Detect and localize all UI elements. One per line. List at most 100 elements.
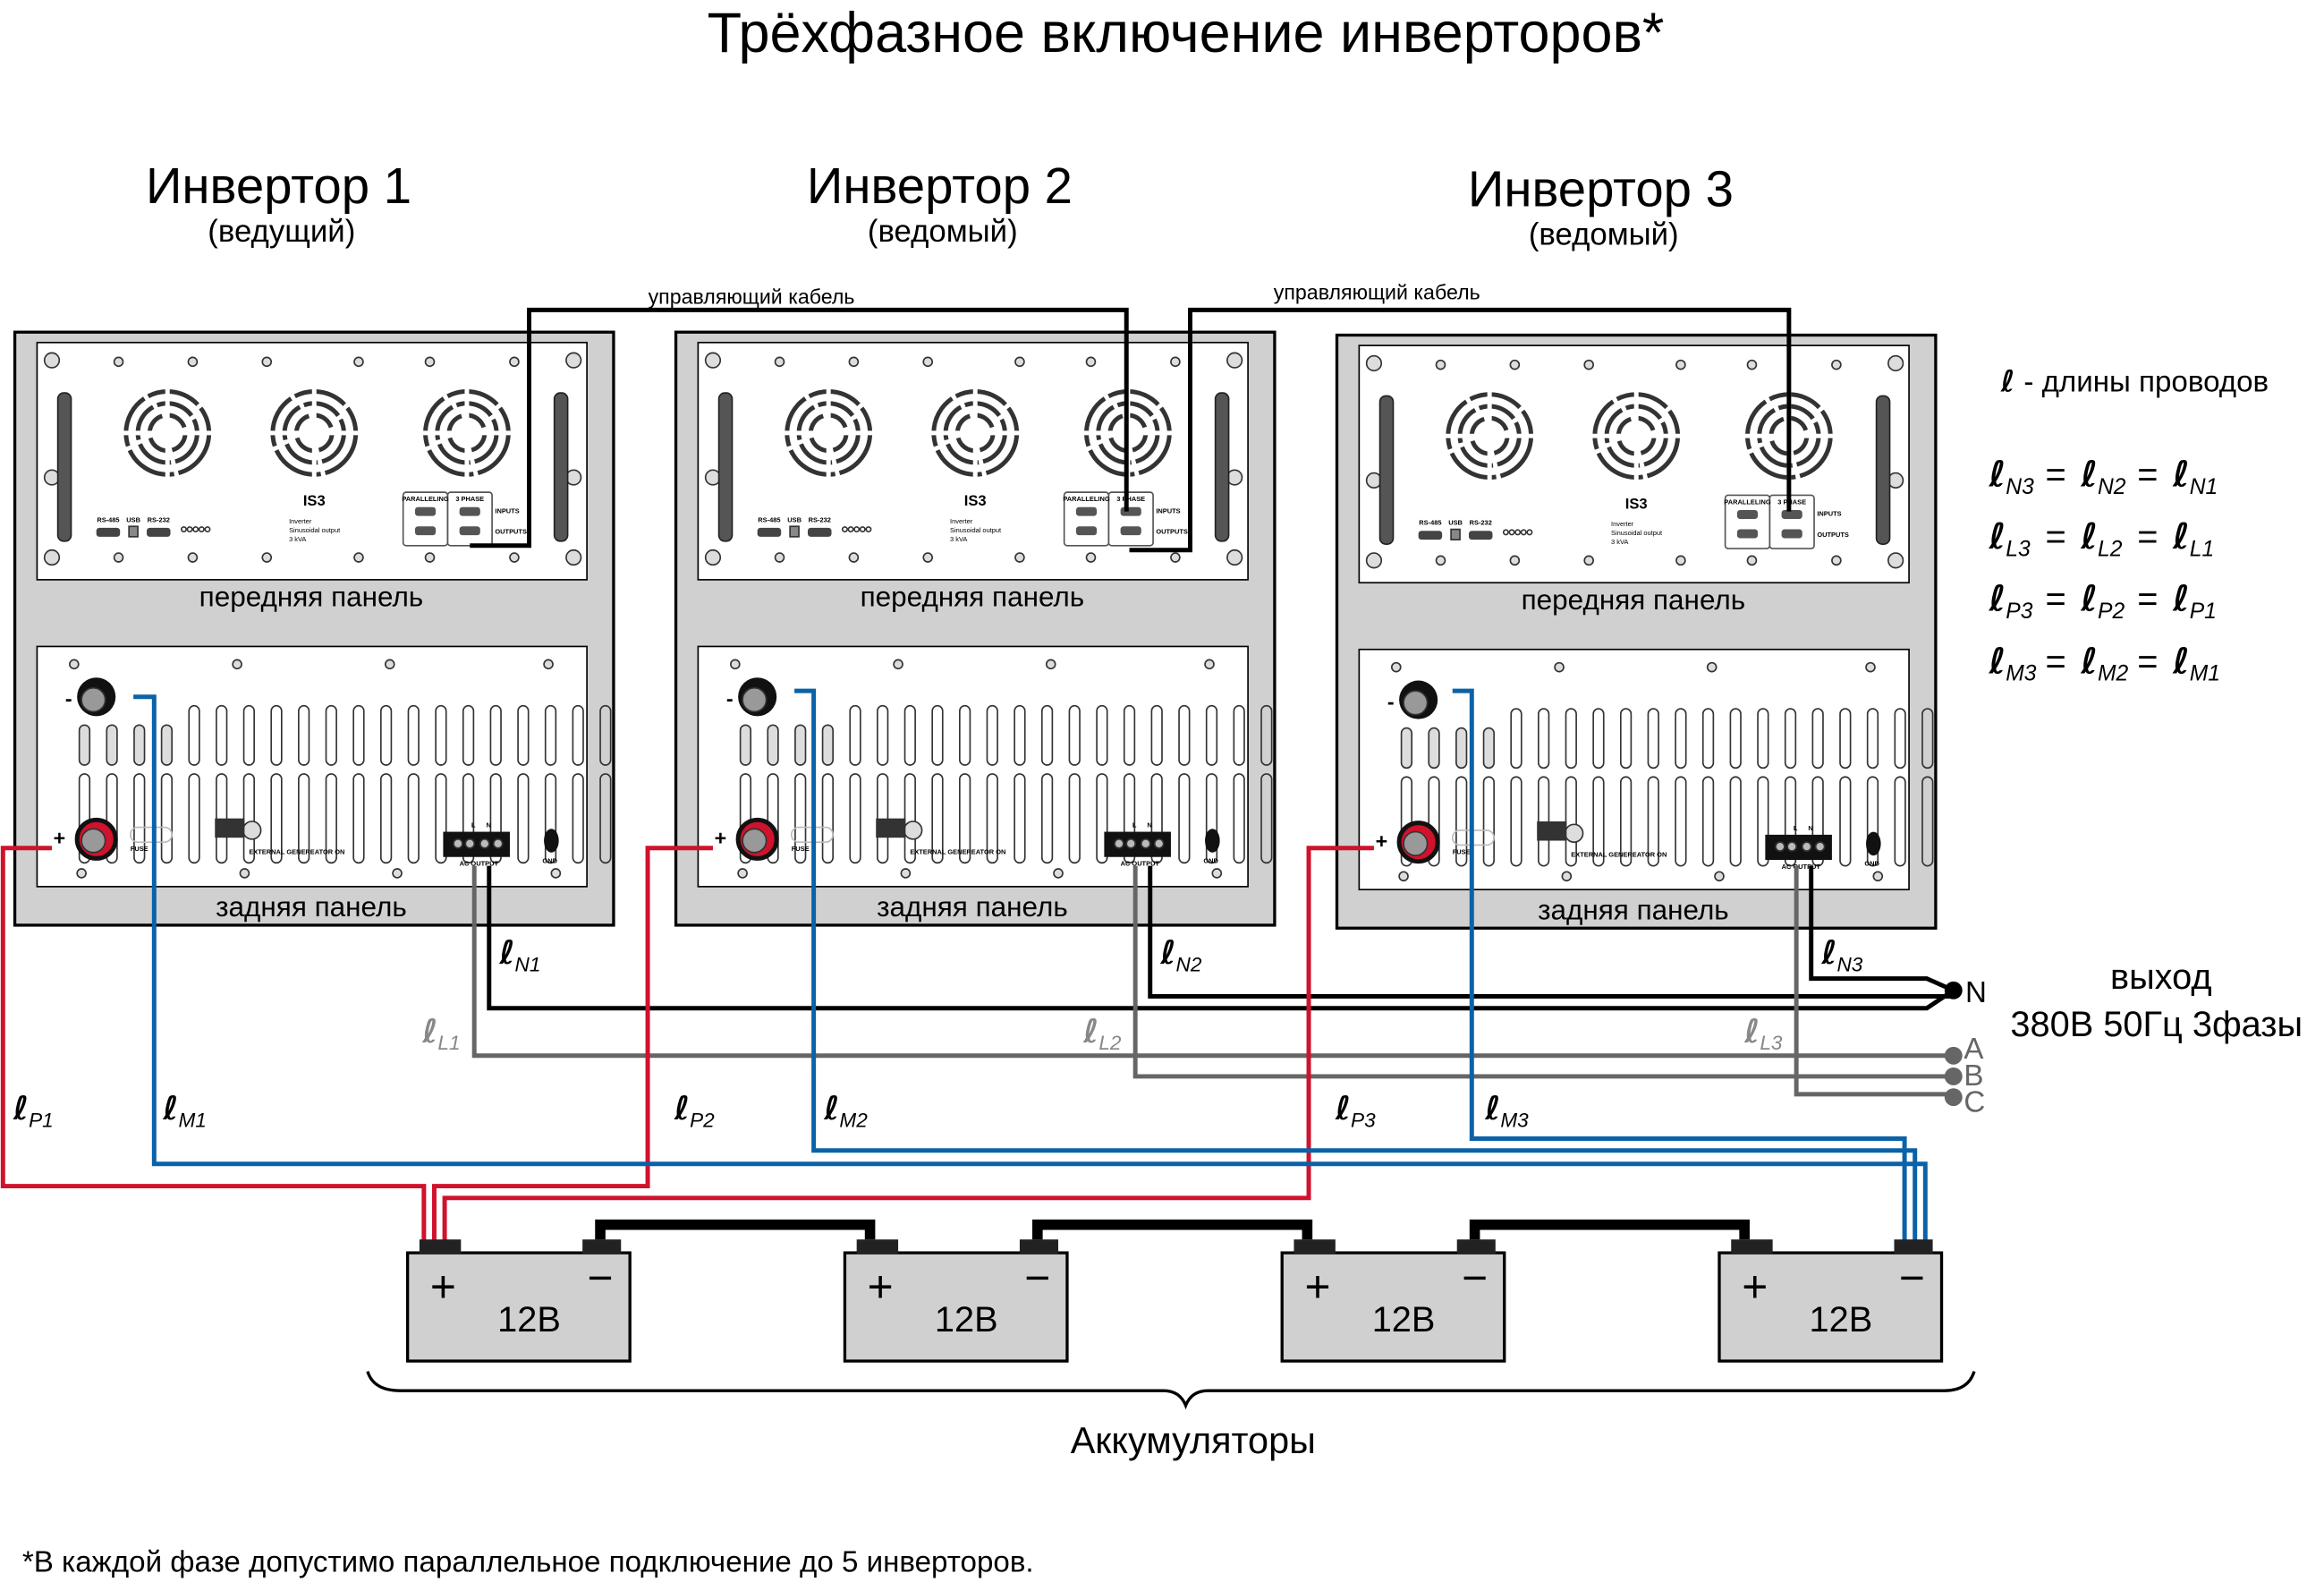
positive-post-icon <box>419 1239 462 1255</box>
screw-icon <box>392 868 403 879</box>
equals-sign: = <box>2137 642 2158 681</box>
screw-icon <box>704 469 722 486</box>
led-icon <box>865 526 872 533</box>
gnd-label: GND <box>1203 856 1218 864</box>
led-icon <box>192 526 199 533</box>
wire-subscript: L3 <box>1760 1032 1783 1054</box>
wire-subscript: M3 <box>2006 662 2037 686</box>
wire-length-label: ℓP3 <box>1989 579 2033 624</box>
wire-subscript: M2 <box>839 1109 868 1131</box>
led-icon <box>859 526 866 533</box>
screw-icon <box>1053 868 1064 879</box>
vent-slot <box>1565 708 1577 770</box>
screw-icon <box>261 552 273 563</box>
terminal-a-label: A <box>1964 1033 1984 1066</box>
wire-length-label: ℓM2 <box>823 1089 868 1131</box>
screw-icon <box>1398 871 1409 882</box>
screw-icon <box>43 352 61 369</box>
negative-terminal-label: - <box>65 687 72 710</box>
battery-minus-label: − <box>1462 1253 1488 1303</box>
screw-icon <box>1831 555 1842 566</box>
legend: ℓ- длины проводов ℓN3=ℓN2=ℓN1ℓL3=ℓL2=ℓL1… <box>1989 363 2269 685</box>
handle-icon <box>1378 395 1395 545</box>
fuse-label: FUSE <box>792 845 810 853</box>
inverter-1: Инвертор 1(ведущий)IS3InverterSinusoidal… <box>13 157 615 927</box>
ext-gen-label: EXTERNAL GENEREATOR ON <box>249 847 344 855</box>
legend-description: - длины проводов <box>2023 365 2269 398</box>
vent-slot <box>379 704 393 766</box>
vent-slot <box>435 773 447 864</box>
usb-port-icon <box>128 525 139 538</box>
negative-wire-3 <box>1452 688 1907 1250</box>
usb-port-icon <box>1450 528 1461 540</box>
vent-slot <box>1839 708 1852 770</box>
screw-icon <box>1872 871 1884 882</box>
wire-subscript: M3 <box>1500 1109 1529 1131</box>
vent-slot <box>599 704 612 766</box>
gnd-label: GND <box>542 856 557 864</box>
vent-slot <box>1178 773 1191 864</box>
handle-icon <box>56 392 72 542</box>
ell-symbol: ℓ <box>1989 641 2006 682</box>
screw-icon <box>1014 356 1025 368</box>
vent-slot <box>877 704 889 766</box>
fan-grille-icon <box>777 382 879 484</box>
screw-icon <box>1714 871 1725 882</box>
wire-subscript: P3 <box>1351 1109 1376 1131</box>
vent-slot <box>435 704 447 766</box>
output-label: выход <box>2110 957 2212 997</box>
terminal-b-label: B <box>1964 1059 1983 1093</box>
fuse-icon <box>129 826 174 843</box>
terminal-n-label: N <box>1965 976 1987 1009</box>
inverter-role: (ведомый) <box>1529 217 1679 251</box>
battery-voltage: 12В <box>935 1300 998 1340</box>
vent-slot <box>517 773 530 864</box>
screw-icon <box>550 868 562 879</box>
terminal-n-dot <box>1944 981 1963 999</box>
screw-icon <box>1435 555 1446 566</box>
screw-icon <box>261 356 273 368</box>
db9-port-icon <box>414 526 437 536</box>
vent-slot <box>1096 704 1108 766</box>
vent-slot <box>1428 727 1440 770</box>
screw-icon <box>893 659 903 670</box>
led-icon <box>853 526 861 533</box>
wire-length-label: ℓP2 <box>674 1089 715 1131</box>
screw-icon <box>1706 661 1718 673</box>
inverter-2: Инвертор 2(ведомый)IS3InverterSinusoidal… <box>674 157 1277 927</box>
model-description: Inverter <box>1611 520 1634 528</box>
screw-icon <box>353 356 364 368</box>
screw-icon <box>1085 552 1097 563</box>
vent-slot <box>794 724 807 766</box>
ell-symbol: ℓ <box>2080 516 2098 557</box>
usb-port-icon <box>789 525 800 538</box>
ext-gen-relay-icon <box>876 818 906 838</box>
ell-symbol: ℓ <box>2080 579 2098 620</box>
model-label: IS3 <box>1625 495 1648 512</box>
vent-slot <box>489 773 502 864</box>
vent-slot <box>1757 776 1769 867</box>
vent-slot <box>1482 776 1495 867</box>
vent-slot <box>1233 704 1245 766</box>
port-label: RS-232 <box>809 515 831 523</box>
wire-subscript: L3 <box>2006 537 2031 561</box>
port-label: RS-485 <box>97 515 119 523</box>
inverter-name: Инвертор 1 <box>146 157 411 214</box>
vent-slot <box>572 704 584 766</box>
screw-icon <box>1509 555 1521 566</box>
wire-length-label: ℓM3 <box>1989 641 2037 685</box>
vent-slot <box>1455 727 1468 770</box>
ell-symbol: ℓ <box>823 1089 839 1127</box>
positive-terminal-label: + <box>715 826 727 849</box>
fan-grille-icon <box>116 382 218 484</box>
vent-slot <box>1205 704 1218 766</box>
equals-sign: = <box>2137 580 2158 619</box>
db9-port-icon <box>1736 510 1759 519</box>
screw-icon <box>509 552 520 563</box>
vent-slot <box>188 704 200 766</box>
vent-slot <box>1096 773 1108 864</box>
equals-sign: = <box>2046 517 2066 557</box>
screw-icon <box>900 868 912 879</box>
ell-symbol: ℓ <box>1989 579 2006 620</box>
